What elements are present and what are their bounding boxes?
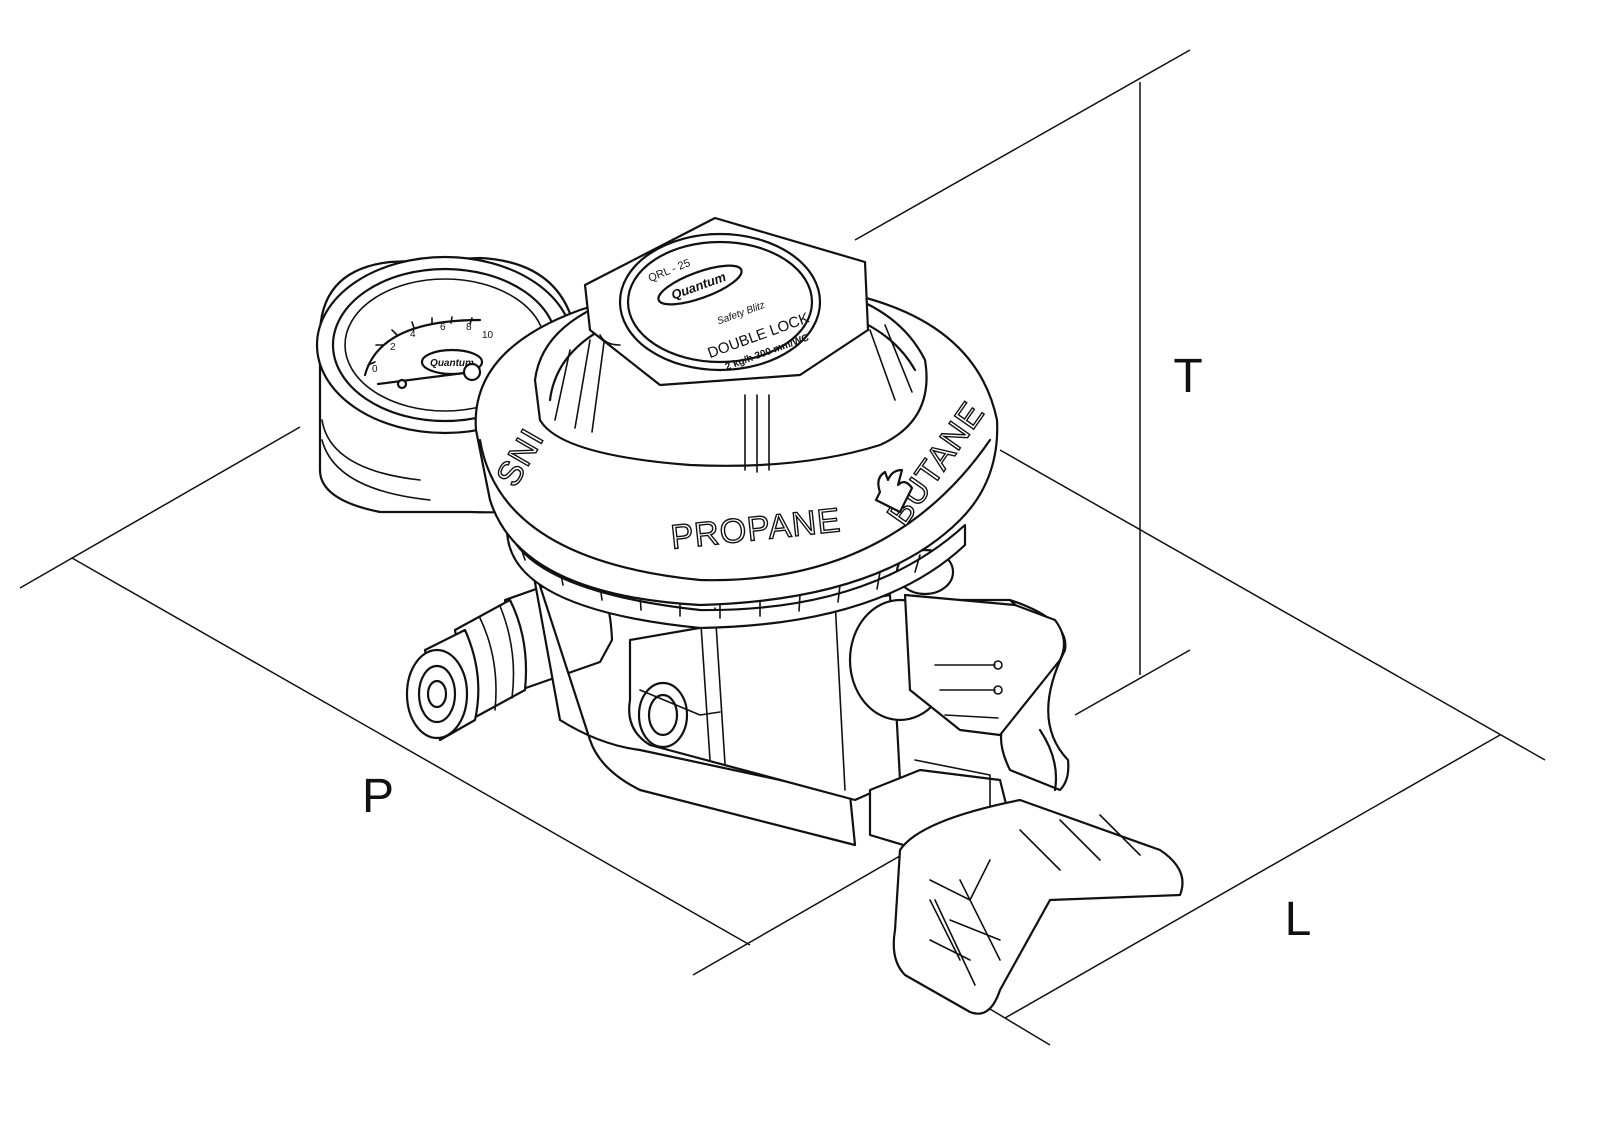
gauge-tick-4: 4 [410, 329, 416, 340]
dimension-label-l: L [1285, 893, 1312, 946]
flame-icon [874, 468, 914, 514]
regulator-main-body [474, 216, 999, 630]
valve-lever [868, 759, 1184, 1015]
gauge-needle [376, 370, 474, 386]
valve-knob-upper [848, 548, 1070, 792]
gauge-tick-0: 0 [372, 364, 378, 375]
gauge-tick-6: 6 [440, 322, 446, 333]
gauge-pivot [462, 362, 482, 382]
gauge-brand: Quantum [430, 358, 474, 369]
gauge-tick-10: 10 [482, 330, 494, 341]
gauge-scale-ticks [367, 316, 473, 366]
dimension-label-p: P [362, 770, 394, 823]
dimension-label-t: T [1173, 350, 1202, 403]
gauge-tick-8: 8 [466, 322, 472, 333]
gauge-tick-2: 2 [390, 342, 396, 353]
regulator-lower-body [528, 553, 902, 847]
